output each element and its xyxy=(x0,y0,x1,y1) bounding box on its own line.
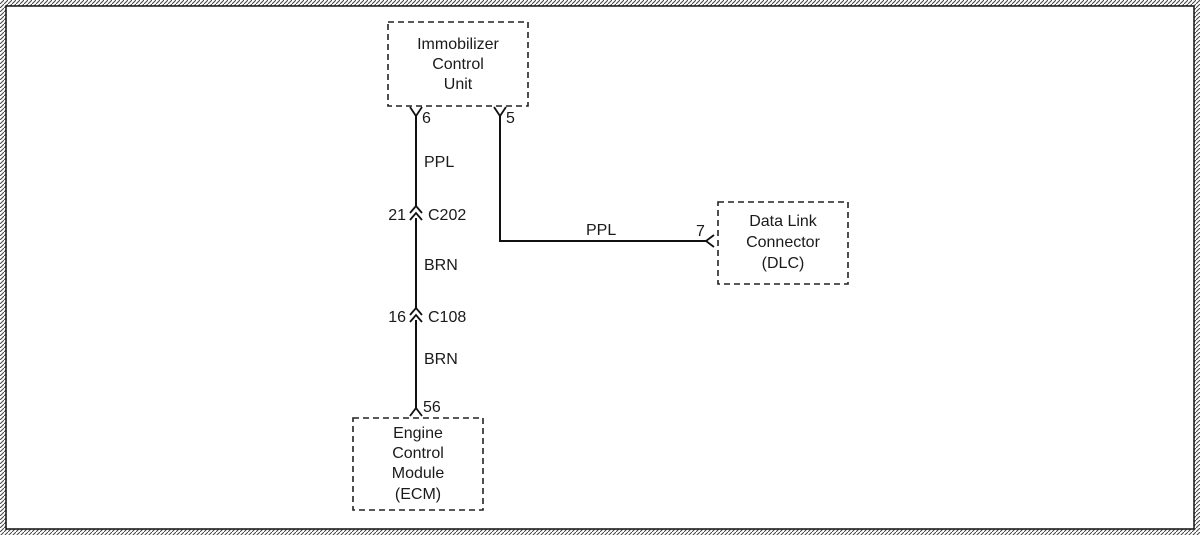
wire-color-icu-dlc: PPL xyxy=(586,222,616,239)
connector-labels: 21 C202 16 C108 xyxy=(388,207,466,326)
wire-color-c202-c108: BRN xyxy=(424,257,458,274)
icu-line-1: Immobilizer xyxy=(417,36,499,53)
icu-line-3: Unit xyxy=(444,76,473,93)
dlc-line-1: Data Link xyxy=(749,213,818,230)
wire-color-c108-ecm: BRN xyxy=(424,351,458,368)
wire-icu-to-dlc xyxy=(499,116,706,242)
terminals xyxy=(409,106,715,417)
c108-pin-label: 16 xyxy=(388,309,406,326)
c202-connector-symbol xyxy=(409,204,423,221)
icu-pin-5-label: 5 xyxy=(506,110,515,127)
wire-color-icu-c202: PPL xyxy=(424,154,454,171)
ecm-pin-56-terminal xyxy=(409,406,423,417)
c108-connector-symbol xyxy=(409,306,423,323)
icu-pin-6-terminal xyxy=(409,106,423,118)
ecm-line-2: Control xyxy=(392,445,444,462)
icu-line-2: Control xyxy=(432,56,484,73)
dlc-line-3: (DLC) xyxy=(762,255,805,272)
ecm-line-1: Engine xyxy=(393,425,443,442)
c202-name-label: C202 xyxy=(428,207,466,224)
wires xyxy=(415,116,706,408)
immobilizer-control-unit: Immobilizer Control Unit xyxy=(387,21,529,107)
wire-color-labels: PPL BRN BRN PPL xyxy=(424,154,616,368)
ecm-line-4: (ECM) xyxy=(395,486,441,503)
ecm-pin-56-label: 56 xyxy=(423,399,441,416)
dlc-pin-7-terminal xyxy=(704,234,715,248)
icu-pin-5-terminal xyxy=(493,106,507,118)
ecm-line-3: Module xyxy=(392,465,445,482)
dlc-pin-7-label: 7 xyxy=(696,223,705,240)
c108-name-label: C108 xyxy=(428,309,466,326)
dlc-line-2: Connector xyxy=(746,234,820,251)
engine-control-module: Engine Control Module (ECM) xyxy=(352,417,484,511)
data-link-connector: Data Link Connector (DLC) xyxy=(717,201,849,285)
c202-pin-label: 21 xyxy=(388,207,406,224)
pin-labels: 6 5 7 56 xyxy=(422,110,705,416)
icu-pin-6-label: 6 xyxy=(422,110,431,127)
